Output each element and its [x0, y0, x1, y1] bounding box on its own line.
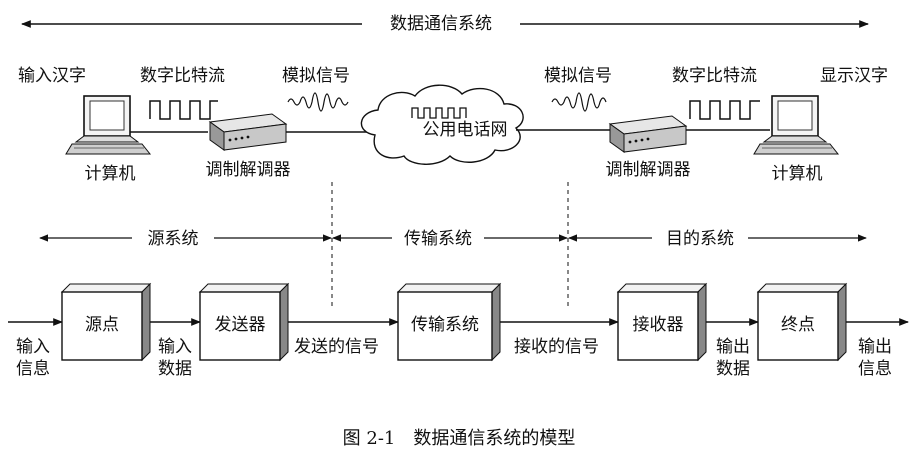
input-chars-label: 输入汉字 — [18, 66, 86, 86]
received-signal-label: 接收的信号 — [514, 337, 599, 357]
bitstream-right-label: 数字比特流 — [672, 66, 757, 86]
analog-wave-left-icon — [287, 92, 349, 112]
output-data-line1: 输出 — [716, 337, 750, 357]
bitstream-left-label: 数字比特流 — [140, 66, 225, 86]
digital-wave-left-icon — [149, 100, 218, 120]
modem-left-label: 调制解调器 — [205, 160, 291, 180]
section-destination-label: 目的系统 — [666, 229, 734, 249]
block-receiver-label: 接收器 — [632, 315, 684, 335]
block-source — [60, 282, 152, 362]
block-transmitter — [198, 282, 290, 362]
section-source-label: 源系统 — [147, 229, 199, 249]
analog-right-label: 模拟信号 — [544, 66, 612, 86]
computer-left-label: 计算机 — [84, 164, 136, 184]
analog-wave-right-icon — [551, 92, 607, 112]
output-info-label: 输出 信息 — [858, 336, 892, 380]
display-chars-label: 显示汉字 — [820, 66, 888, 86]
computer-right-label: 计算机 — [771, 164, 823, 184]
output-info-line1: 输出 — [858, 337, 892, 357]
computer-right-icon — [753, 95, 840, 155]
input-data-label: 输入 数据 — [158, 336, 192, 380]
block-transmission-label: 传输系统 — [411, 315, 479, 335]
computer-left-icon — [65, 95, 152, 155]
input-info-line2: 信息 — [16, 359, 50, 379]
modem-right-label: 调制解调器 — [605, 160, 691, 180]
block-receiver — [616, 282, 708, 362]
figure-caption: 图 2-1 数据通信系统的模型 — [342, 428, 576, 449]
block-destination — [756, 282, 848, 362]
output-data-line2: 数据 — [716, 359, 750, 379]
block-source-label: 源点 — [85, 315, 119, 335]
modem-left-icon — [208, 113, 288, 151]
section-transmission-label: 传输系统 — [404, 229, 472, 249]
digital-wave-cloud-icon — [411, 107, 467, 119]
input-info-label: 输入 信息 — [16, 336, 50, 380]
output-data-label: 输出 数据 — [716, 336, 750, 380]
sent-signal-label: 发送的信号 — [294, 337, 379, 357]
modem-right-icon — [608, 115, 688, 153]
input-data-line1: 输入 — [158, 337, 192, 357]
block-destination-label: 终点 — [781, 315, 815, 335]
public-telephone-network-cloud — [360, 84, 524, 165]
output-info-line2: 信息 — [858, 359, 892, 379]
digital-wave-right-icon — [689, 100, 760, 120]
input-data-line2: 数据 — [158, 359, 192, 379]
network-label: 公用电话网 — [422, 120, 508, 140]
input-info-line1: 输入 — [16, 337, 50, 357]
block-transmitter-label: 发送器 — [214, 315, 266, 335]
block-transmission — [396, 282, 502, 362]
analog-left-label: 模拟信号 — [282, 66, 350, 86]
system-title: 数据通信系统 — [386, 14, 496, 34]
